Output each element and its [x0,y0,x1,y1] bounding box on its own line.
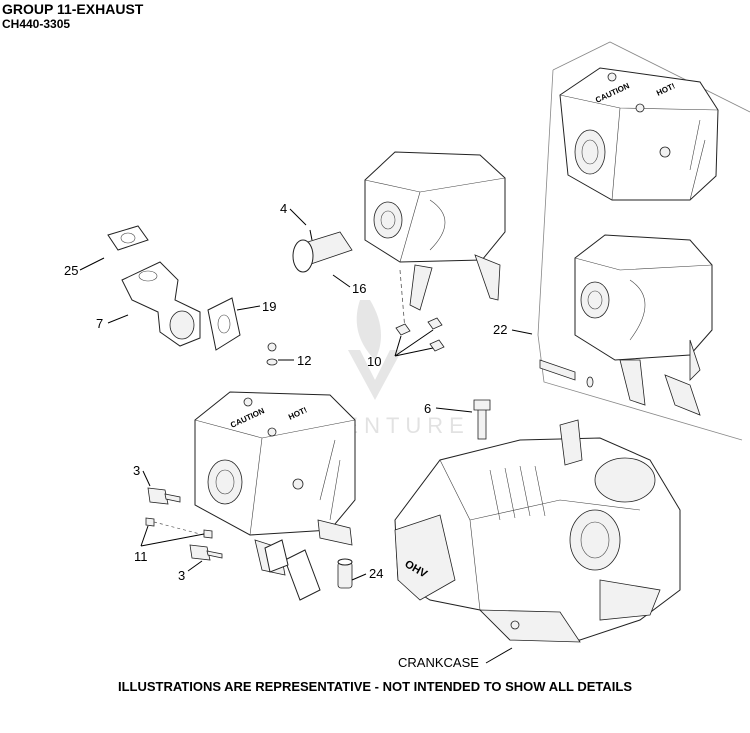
alt-muffler-group: CAUTION HOT! [537,41,750,441]
callout-4: 4 [280,201,287,216]
callout-crankcase: CRANKCASE [398,655,479,670]
leader-lines [79,208,533,664]
model-number: CH440-3305 [2,17,71,31]
callout-19: 19 [262,299,276,314]
callout-3-upper: 3 [133,463,140,478]
stud-6 [473,399,491,440]
nuts-item-10 [395,317,445,352]
alt-muffler-lower [539,234,713,416]
callout-6: 6 [424,401,431,416]
disclaimer-footer: ILLUSTRATIONS ARE REPRESENTATIVE - NOT I… [118,679,632,694]
muffler-center [292,151,506,331]
callout-22: 22 [493,322,507,337]
engine-crankcase: OHV [394,419,681,643]
screws-item-11 [145,517,213,539]
alt-muffler-upper: CAUTION HOT! [559,67,719,201]
gasket-25 [107,225,149,251]
gasket-lower [264,539,321,601]
callout-7: 7 [96,316,103,331]
group-title: GROUP 11-EXHAUST [2,1,144,17]
fastener-12 [266,342,278,366]
muffler-main: CAUTION HOT! [194,391,356,576]
callout-11: 11 [134,549,148,564]
callout-12: 12 [297,353,311,368]
gasket-19 [207,297,241,351]
callout-3-lower: 3 [178,568,185,583]
callout-25: 25 [64,263,78,278]
adapter-7 [121,261,201,347]
bolts-item-3 [147,487,223,561]
callout-10: 10 [367,354,381,369]
title-block: GROUP 11-EXHAUST CH440-3305 [2,1,144,32]
callout-24: 24 [369,566,383,581]
callout-labels: 25 7 19 4 16 12 10 22 6 3 11 3 24 CRANKC… [64,201,507,670]
callout-16: 16 [352,281,366,296]
spacer-24 [337,558,353,589]
